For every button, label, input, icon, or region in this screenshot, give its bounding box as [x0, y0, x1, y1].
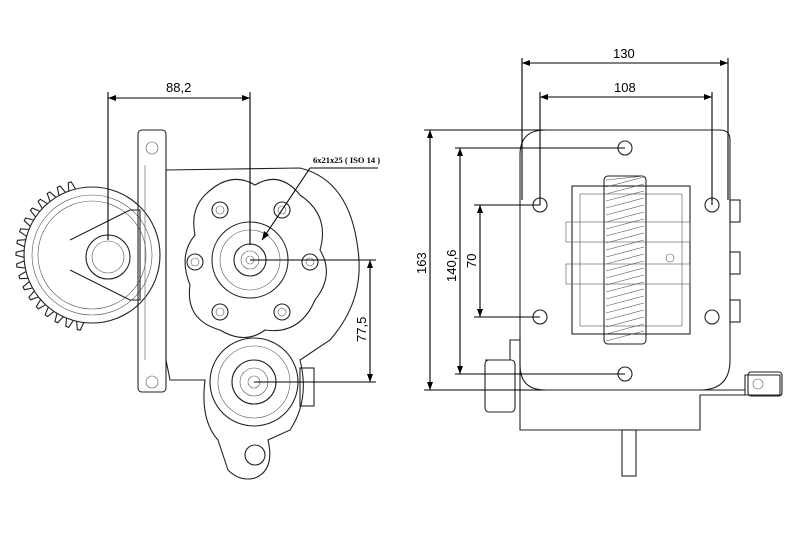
dimension-label: 140,6: [444, 249, 459, 282]
gear-tooth: [46, 191, 57, 202]
dimension-label: 163: [414, 252, 429, 274]
helix-line: [605, 330, 645, 342]
helix-line: [605, 204, 645, 216]
helix-line: [605, 218, 645, 230]
dimension-label: 108: [614, 80, 636, 95]
gear-tooth: [37, 198, 48, 209]
front-view: 130 108 163 140,6: [414, 46, 783, 477]
gear-tooth: [15, 260, 26, 269]
gear-tooth: [65, 317, 74, 328]
dimension-77-5: 77,5: [250, 259, 376, 383]
gear-tooth: [44, 306, 55, 318]
side-fittings: [729, 199, 741, 323]
helix-line: [605, 211, 645, 223]
helix-line: [605, 302, 645, 314]
helix-line: [605, 183, 645, 195]
dimension-88-2: 88,2: [107, 80, 251, 245]
helix-line: [605, 295, 645, 307]
gear-tooth: [22, 281, 33, 291]
front-holes: [532, 140, 720, 382]
helix-line: [605, 253, 645, 265]
gear-tooth: [15, 249, 25, 258]
helix-line: [605, 288, 645, 300]
dimension-label: 130: [613, 46, 635, 61]
helix-line: [605, 246, 645, 258]
spline-note: 6x21x25 ( ISO 14 ): [261, 155, 380, 241]
gear-tooth: [56, 185, 66, 196]
ring-gear: [15, 181, 161, 331]
helix-line: [605, 175, 645, 181]
internal-gear: [565, 175, 691, 345]
dimension-label: 88,2: [166, 80, 191, 95]
gear-tooth: [19, 228, 30, 237]
gear-tooth: [18, 271, 29, 280]
gear-tooth: [67, 181, 76, 192]
helix-line: [605, 316, 645, 328]
pump-housing: [165, 167, 360, 480]
bolt-holes: [186, 201, 319, 321]
dimension-label: 77,5: [354, 317, 369, 342]
helix-line: [605, 225, 645, 237]
gear-tooth: [23, 217, 34, 227]
gear-tooth: [28, 290, 39, 301]
helix-line: [605, 190, 645, 202]
gear-tooth: [76, 321, 85, 331]
front-plate: [519, 129, 731, 391]
gear-tooth: [35, 299, 46, 310]
helix-line: [605, 176, 645, 188]
dimension-70: 70: [464, 204, 540, 318]
helix-line: [605, 260, 645, 272]
spline-spec: 6x21x25 ( ISO 14 ): [313, 155, 380, 165]
dimension-130: 130: [521, 46, 729, 200]
helix-line: [605, 239, 645, 251]
dimension-label: 70: [464, 254, 479, 268]
helix-line: [605, 274, 645, 286]
helix-line: [605, 323, 645, 335]
gear-hub: [85, 234, 131, 280]
helix-line: [605, 309, 645, 321]
helix-line: [605, 267, 645, 279]
dimension-140-6: 140,6: [444, 147, 625, 375]
mounting-lug-hole: [244, 444, 266, 466]
helix-line: [605, 281, 645, 293]
lower-housing: [485, 339, 781, 431]
gear-tooth: [16, 239, 26, 248]
side-view: 88,2 77,5 6x21x25 ( ISO 14 ): [15, 80, 380, 480]
gear-tooth: [29, 207, 41, 218]
helix-line: [605, 232, 645, 244]
gear-tooth: [54, 313, 64, 324]
dimension-163: 163: [414, 129, 545, 391]
helix-line: [605, 197, 645, 209]
